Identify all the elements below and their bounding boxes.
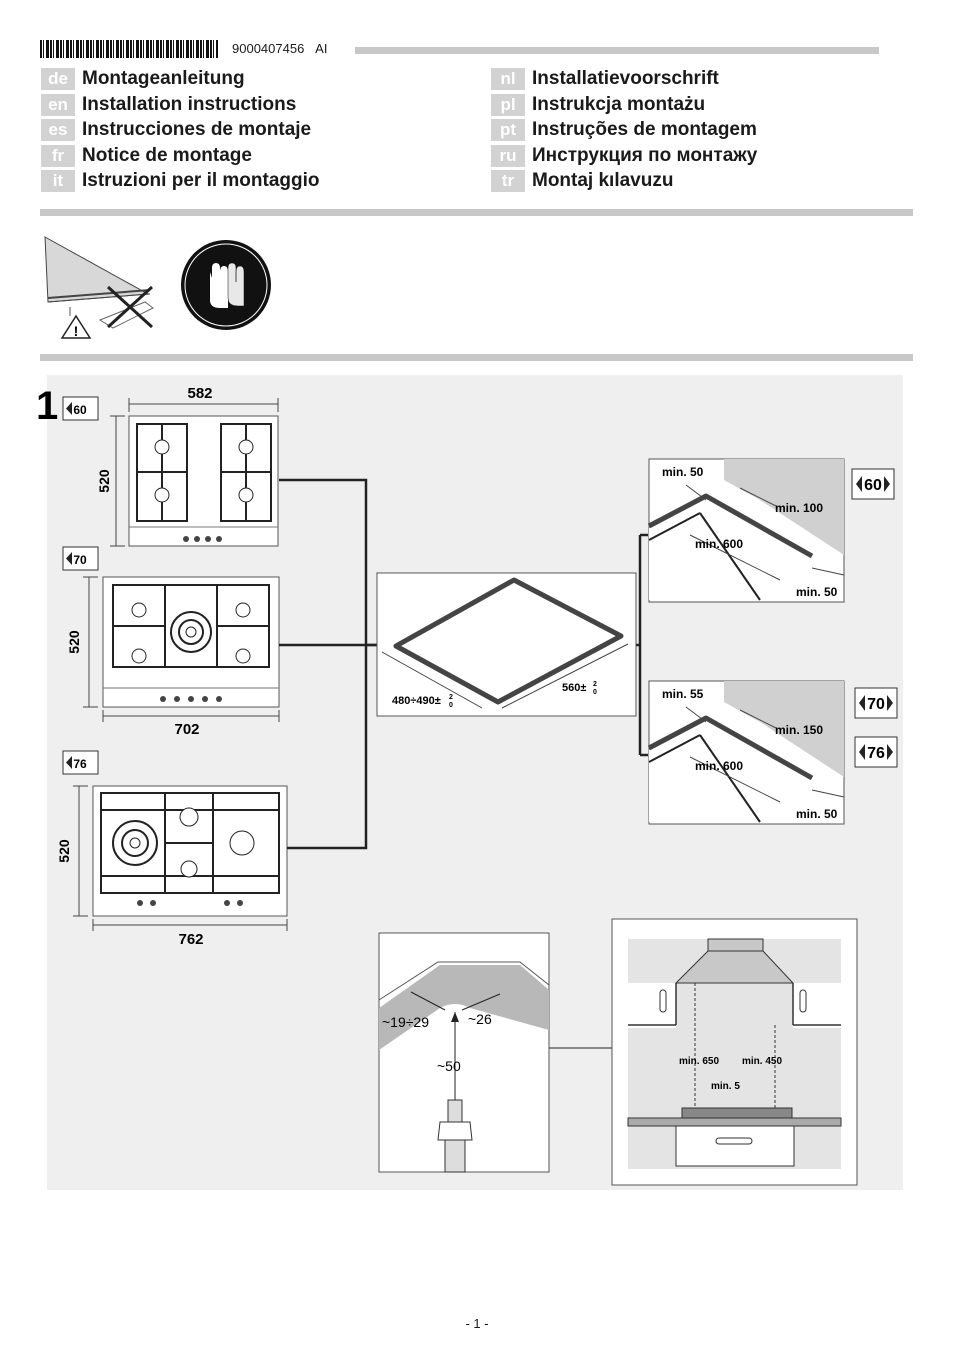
language-title: Installatievoorschrift — [532, 68, 719, 89]
separator — [40, 209, 913, 216]
svg-text:min. 55: min. 55 — [662, 687, 704, 701]
svg-text:520: 520 — [96, 469, 112, 493]
svg-text:~26: ~26 — [468, 1011, 492, 1027]
wear-gloves-icon — [181, 240, 271, 330]
svg-text:0: 0 — [593, 689, 597, 696]
svg-text:2: 2 — [593, 681, 597, 688]
language-code: tr — [491, 170, 525, 192]
language-title: Montageanleitung — [82, 68, 245, 89]
language-code: ru — [491, 144, 525, 167]
clearance-60: min. 50 min. 100 min. 600 min. 50 60 — [647, 458, 895, 603]
svg-text:min. 650: min. 650 — [679, 1056, 719, 1067]
language-title: Notice de montage — [82, 144, 252, 166]
language-title: Installation instructions — [82, 93, 297, 115]
size-badge-76: 76 — [854, 736, 898, 768]
safety-icons: ! — [44, 236, 271, 339]
language-title: Montaj kılavuzu — [532, 170, 674, 191]
svg-text:582: 582 — [187, 385, 212, 402]
barcode — [40, 40, 218, 58]
language-code: pt — [491, 119, 525, 141]
document-number: 9000407456 AI — [232, 41, 328, 56]
hob-76: 76 762 520 — [56, 750, 288, 948]
gas-connection-diagram: ~19÷29 ~26 ~50 — [378, 932, 550, 1173]
size-badge-70: 70 — [62, 546, 99, 571]
svg-text:520: 520 — [66, 630, 82, 654]
language-entry-pl: pl Instrukcja montażu — [491, 93, 706, 116]
language-title: Instrukcja montażu — [532, 93, 706, 115]
language-code: pl — [491, 93, 525, 116]
svg-text:76: 76 — [73, 757, 87, 771]
svg-text:76: 76 — [867, 745, 885, 762]
size-badge-76: 76 — [62, 750, 99, 775]
language-entry-es: es Instrucciones de montaje — [41, 119, 311, 141]
language-entry-pt: pt Instruções de montagem — [491, 119, 757, 141]
connector-lines — [279, 478, 648, 1049]
language-code: it — [41, 170, 75, 192]
cutout-depth: 480÷490± — [392, 695, 441, 707]
language-entry-de: de Montageanleitung — [41, 68, 245, 90]
language-entry-en: en Installation instructions — [41, 93, 297, 116]
cutout-width: 560± — [562, 682, 586, 694]
svg-text:min. 50: min. 50 — [796, 807, 838, 821]
svg-text:70: 70 — [867, 696, 885, 713]
svg-text:min. 100: min. 100 — [775, 501, 823, 515]
svg-text:60: 60 — [73, 403, 87, 417]
language-title: Инструкция по монтажу — [532, 144, 758, 166]
svg-text:60: 60 — [864, 477, 882, 494]
language-entry-fr: fr Notice de montage — [41, 144, 252, 167]
header-bar — [355, 47, 879, 54]
language-code: en — [41, 93, 75, 116]
sharp-edge-warning-icon: ! — [44, 236, 154, 339]
svg-text:min. 600: min. 600 — [695, 537, 743, 551]
svg-text:762: 762 — [178, 931, 203, 948]
language-code: de — [41, 68, 75, 90]
hood-clearance-diagram: min. 650 min. 450 min. 5 — [611, 918, 858, 1186]
language-entry-it: it Istruzioni per il montaggio — [41, 170, 320, 192]
language-title: Instruções de montagem — [532, 119, 757, 140]
svg-text:0: 0 — [449, 702, 453, 709]
hob-70: 70 702 520 — [62, 546, 280, 738]
svg-text:min. 5: min. 5 — [711, 1081, 740, 1092]
separator — [40, 354, 913, 361]
size-badge-70: 70 — [854, 687, 898, 719]
step-number: 1 — [36, 384, 58, 428]
language-entry-tr: tr Montaj kılavuzu — [491, 170, 673, 192]
language-title: Instrucciones de montaje — [82, 119, 312, 140]
language-entry-nl: nl Installatievoorschrift — [491, 68, 719, 90]
svg-text:70: 70 — [73, 553, 87, 567]
language-code: fr — [41, 144, 75, 167]
svg-text:min. 600: min. 600 — [695, 759, 743, 773]
hob-60: 60 582 520 — [62, 385, 279, 547]
size-badge-60: 60 — [851, 468, 895, 500]
cutout-diagram: 480÷490± 2 0 560± 2 0 — [376, 572, 637, 717]
svg-text:702: 702 — [174, 721, 199, 738]
language-entry-ru: ru Инструкция по монтажу — [491, 144, 758, 167]
svg-text:!: ! — [74, 323, 79, 339]
svg-text:min. 50: min. 50 — [796, 585, 838, 599]
svg-text:520: 520 — [56, 839, 72, 863]
size-badge-60: 60 — [62, 396, 99, 421]
svg-text:~50: ~50 — [437, 1058, 461, 1074]
clearance-70-76: min. 55 min. 150 min. 600 min. 50 70 76 — [647, 680, 898, 825]
language-title: Istruzioni per il montaggio — [82, 170, 320, 191]
svg-text:min. 450: min. 450 — [742, 1056, 782, 1067]
svg-text:2: 2 — [449, 694, 453, 701]
svg-text:min. 150: min. 150 — [775, 723, 823, 737]
language-code: nl — [491, 68, 525, 90]
language-code: es — [41, 119, 75, 141]
svg-text:~19÷29: ~19÷29 — [382, 1014, 429, 1030]
svg-text:min. 50: min. 50 — [662, 465, 704, 479]
page-number: - 1 - — [465, 1316, 489, 1331]
